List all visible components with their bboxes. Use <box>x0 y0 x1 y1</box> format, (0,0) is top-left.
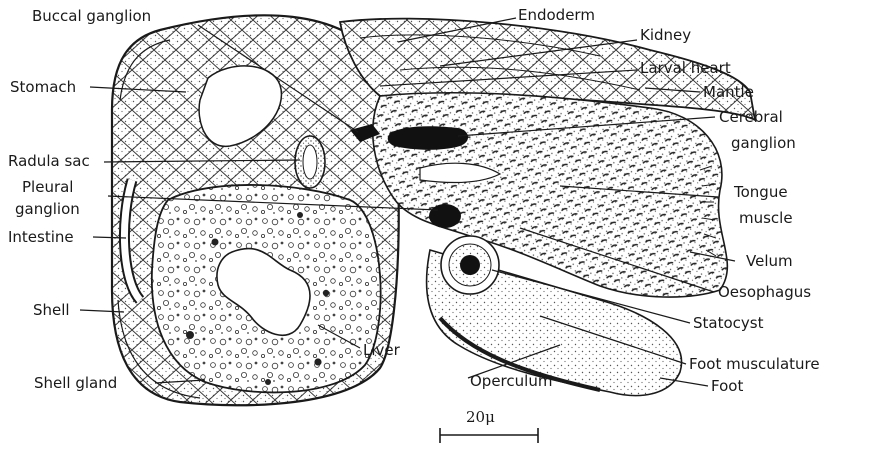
label-velum: Velum <box>746 252 793 270</box>
label-stomach: Stomach <box>10 78 76 96</box>
scale-bar-label: 20μ <box>466 408 495 426</box>
label-cerebral-ganglion-2: ganglion <box>731 134 796 152</box>
label-foot: Foot <box>711 377 743 395</box>
label-shell-gland: Shell gland <box>34 374 117 392</box>
label-tongue-muscle-1: Tongue <box>734 183 788 201</box>
label-mantle: Mantle <box>703 83 754 101</box>
label-pleural-ganglion-2: ganglion <box>15 200 80 218</box>
label-statocyst: Statocyst <box>693 314 763 332</box>
cerebral-ganglion <box>388 126 468 150</box>
label-buccal-ganglion: Buccal ganglion <box>32 7 151 25</box>
label-kidney: Kidney <box>640 26 691 44</box>
label-oesophagus: Oesophagus <box>718 283 811 301</box>
label-intestine: Intestine <box>8 228 74 246</box>
label-endoderm: Endoderm <box>518 6 595 24</box>
label-tongue-muscle-2: muscle <box>739 209 793 227</box>
label-cerebral-ganglion-1: Cerebral <box>719 108 783 126</box>
head-region <box>373 93 728 297</box>
pleural-ganglion <box>429 204 461 228</box>
label-radula-sac: Radula sac <box>8 152 90 170</box>
label-operculum: Operculum <box>470 372 552 390</box>
label-pleural-ganglion-1: Pleural <box>22 178 73 196</box>
label-foot-musculature: Foot musculature <box>689 355 820 373</box>
label-larval-heart: Larval heart <box>640 59 731 77</box>
label-shell: Shell <box>33 301 70 319</box>
label-liver: Liver <box>363 341 400 359</box>
scale-bar-line <box>440 428 538 443</box>
